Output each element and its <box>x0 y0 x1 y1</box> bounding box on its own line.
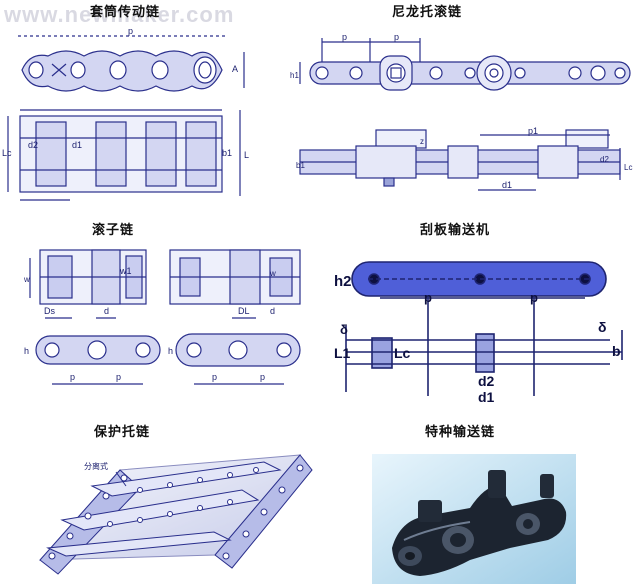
label-l: L <box>244 150 249 160</box>
label-l1: L1 <box>334 345 351 361</box>
label-p-1: p <box>70 372 75 382</box>
nylon-roller-chain-diagram <box>299 38 631 191</box>
label-d2: d2 <box>600 155 609 164</box>
label-b1: b1 <box>296 161 305 170</box>
label-lc: Lc <box>624 163 632 172</box>
label-d2: d2 <box>28 140 38 150</box>
caption-special-conveyor-chain: 特种输送链 <box>425 425 496 440</box>
label-w1: w1 <box>119 266 132 276</box>
sleeve-chain-labels: p A d2 d1 b1 L Lc <box>2 26 249 160</box>
label-d-1: d <box>104 306 109 316</box>
label-d-2: d <box>270 306 275 316</box>
label-p-2: p <box>116 372 121 382</box>
label-h-1: h <box>24 346 29 356</box>
label-h-2: h <box>168 346 173 356</box>
label-dl: DL <box>238 306 250 316</box>
label-z: z <box>420 137 424 146</box>
label-a: A <box>232 64 238 74</box>
roller-chain-labels: w w1 Ds d w DL d h p p h p p <box>23 266 276 382</box>
special-conveyor-chain-photo <box>372 454 576 584</box>
scraper-conveyor-labels: h2 p p δ L1 Lc d2 d1 δ b <box>334 273 621 405</box>
label-drag-chain-type: 分离式 <box>84 461 108 471</box>
sleeve-chain-diagram <box>7 35 245 201</box>
scraper-conveyor-diagram <box>345 261 623 396</box>
caption-scraper-conveyor: 刮板输送机 <box>420 223 491 238</box>
label-w-2: w <box>269 269 276 278</box>
watermark: www.newmaker.com <box>4 2 235 27</box>
label-d2: d2 <box>478 373 495 389</box>
label-ds: Ds <box>44 306 55 316</box>
label-delta-2: δ <box>598 319 607 335</box>
label-lc: Lc <box>2 148 12 158</box>
roller-chain-diagram <box>29 249 301 385</box>
label-p: p <box>128 26 133 36</box>
caption-protective-drag-chain: 保护托链 <box>94 425 151 440</box>
label-p-3: p <box>212 372 217 382</box>
label-delta-1: δ <box>340 322 348 337</box>
nylon-roller-chain-labels: p p h1 z b1 d1 d2 p1 Lc <box>290 32 632 190</box>
caption-roller-chain: 滚子链 <box>92 223 135 238</box>
label-p-1: p <box>342 32 347 42</box>
label-p-2: p <box>394 32 399 42</box>
protective-drag-chain-illustration <box>38 454 313 575</box>
label-h2: h2 <box>334 273 352 290</box>
caption-nylon-roller-chain: 尼龙托滚链 <box>392 5 463 20</box>
label-w-1: w <box>23 275 30 284</box>
label-p-2: p <box>530 290 538 305</box>
label-lc: Lc <box>394 345 411 361</box>
caption-sleeve-chain: 套筒传动链 <box>90 5 161 20</box>
label-p-4: p <box>260 372 265 382</box>
label-d1: d1 <box>72 140 82 150</box>
label-p-1: p <box>424 290 432 305</box>
label-h1: h1 <box>290 71 299 80</box>
label-b: b <box>612 343 621 359</box>
label-p1: p1 <box>528 126 538 136</box>
label-d1: d1 <box>478 389 495 405</box>
label-d1: d1 <box>502 180 512 190</box>
label-b1: b1 <box>222 148 232 158</box>
